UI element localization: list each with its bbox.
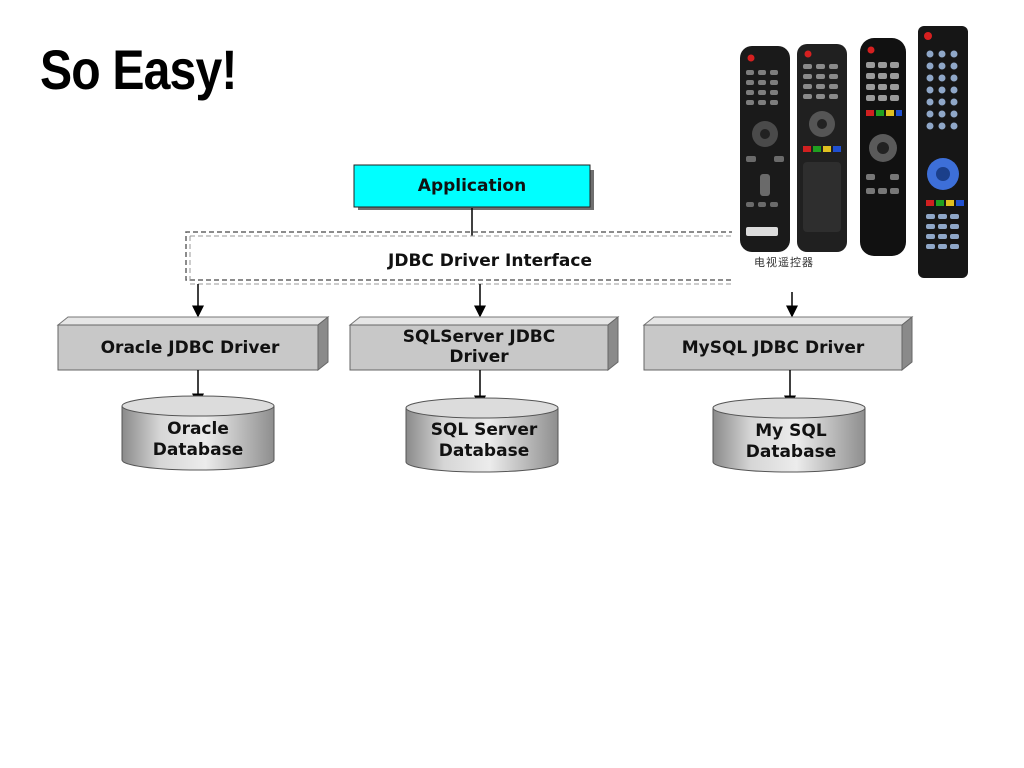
mysql-database-label-line2: Database: [746, 442, 836, 462]
remote-control-icon: [797, 44, 847, 252]
sqlserver-driver-label-line2: Driver: [449, 347, 509, 367]
remote-control-icon: [918, 26, 968, 278]
remote-control-icon: [860, 38, 906, 256]
remote-control-icon: [740, 46, 790, 252]
mysql-driver-label: MySQL JDBC Driver: [682, 338, 865, 358]
sqlserver-driver-box: SQLServer JDBC Driver: [348, 315, 620, 372]
sqlserver-database-label-line1: SQL Server: [431, 420, 538, 440]
mysql-driver-box: MySQL JDBC Driver: [642, 315, 914, 372]
oracle-database-cylinder: Oracle Database: [121, 395, 275, 471]
application-box: Application: [353, 164, 594, 210]
jdbc-interface-box: JDBC Driver Interface: [185, 231, 734, 285]
oracle-driver-label: Oracle JDBC Driver: [101, 338, 280, 358]
oracle-driver-box: Oracle JDBC Driver: [56, 315, 330, 372]
oracle-database-label-line2: Database: [153, 440, 243, 460]
sqlserver-database-label-line2: Database: [439, 441, 529, 461]
sqlserver-driver-label-line1: SQLServer JDBC: [403, 327, 555, 347]
application-label: Application: [418, 176, 526, 196]
mysql-database-label-line1: My SQL: [755, 421, 827, 441]
slide-title: So Easy!: [40, 38, 237, 101]
mysql-database-cylinder: My SQL Database: [712, 397, 866, 473]
tv-remote-controls-photo: [732, 22, 972, 282]
sqlserver-database-cylinder: SQL Server Database: [405, 397, 559, 473]
remotes-caption: 电视遥控器: [754, 256, 814, 269]
jdbc-interface-label: JDBC Driver Interface: [387, 251, 592, 271]
oracle-database-label-line1: Oracle: [167, 419, 229, 439]
